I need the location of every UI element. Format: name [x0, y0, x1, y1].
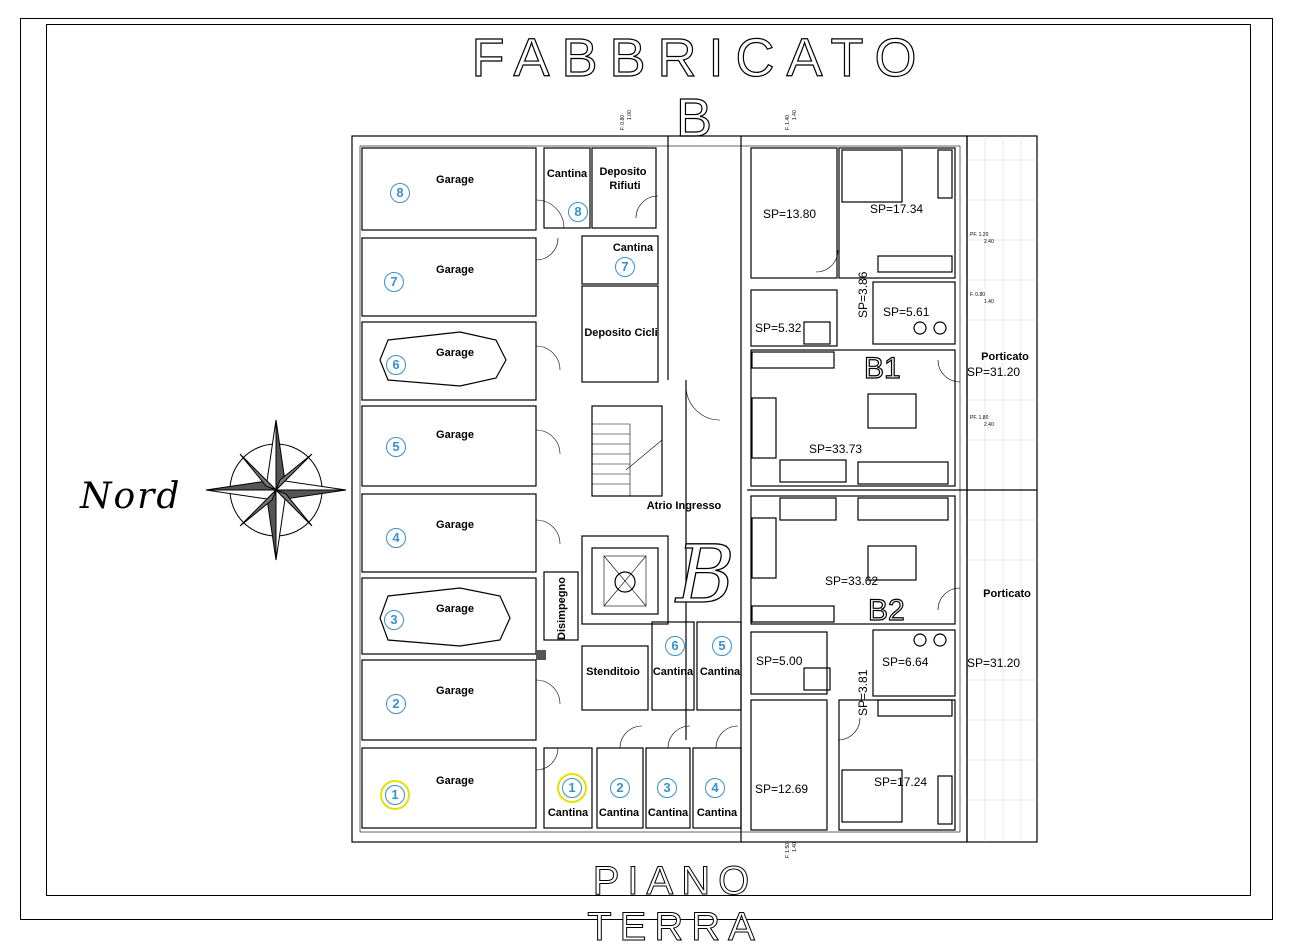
garage-8-label: Garage [436, 174, 474, 186]
b2-area-bath: SP=6.64 [882, 655, 929, 669]
cantina-8-number: 8 [568, 202, 588, 222]
window-tag-top2: F. 1.40 [785, 114, 791, 130]
atrio-ingresso-label: Atrio Ingresso [646, 500, 722, 512]
b2-porticato-label: Porticato [983, 588, 1031, 600]
garage-3-label: Garage [436, 603, 474, 615]
cantina-2-number: 2 [610, 778, 630, 798]
cantina-8-label: Cantina [546, 168, 588, 180]
unit-b1-name: B1 [863, 352, 901, 385]
building-logo: B [675, 528, 735, 621]
cantina-2-label: Cantina [598, 807, 640, 819]
cantina-7-number: 7 [615, 257, 635, 277]
b2-area-hall: SP=3.81 [856, 669, 870, 716]
cantina-6-label: Cantina [652, 666, 694, 678]
garage-1-number: 1 [385, 785, 405, 805]
drawing-title: FABBRICATO B [471, 27, 929, 148]
b2-area-bath2: SP=5.00 [756, 654, 803, 668]
b1-area-bedroom2: SP=13.80 [763, 207, 817, 221]
garage-4-label: Garage [436, 519, 474, 531]
b1-porticato-area: SP=31.20 [967, 365, 1021, 379]
window-tag-pf3b: 2.40 [984, 422, 994, 428]
garage-8-number: 8 [390, 183, 410, 203]
compass-label: Nord [80, 476, 182, 517]
b1-area-bedroom: SP=17.34 [870, 202, 924, 216]
b1-area-hall: SP=3.86 [856, 271, 870, 318]
deposito-rifiuti-label-2: Rifiuti [609, 180, 641, 192]
window-tag-bottom: F. 1.50 [785, 842, 791, 858]
cantina-5-label: Cantina [699, 666, 741, 678]
garage-4-number: 4 [386, 528, 406, 548]
cantina-1-number: 1 [562, 778, 582, 798]
window-tag-top1b: 1.00 [627, 110, 633, 120]
cantina-7-label: Cantina [612, 242, 654, 254]
deposito-rifiuti-label-1: Deposito [599, 166, 647, 178]
b1-area-bath2: SP=5.32 [755, 321, 802, 335]
garage-5-label: Garage [436, 429, 474, 441]
b1-porticato-label: Porticato [981, 351, 1029, 363]
window-tag-top1: F. 0.80 [620, 114, 626, 130]
window-tag-pf3: PF. 1.80 [970, 415, 989, 421]
window-tag-pf1b: 2.40 [984, 239, 994, 245]
garage-2-number: 2 [386, 694, 406, 714]
cantina-4-label: Cantina [696, 807, 738, 819]
cantina-6-number: 6 [665, 636, 685, 656]
b2-porticato-area: SP=31.20 [967, 656, 1021, 670]
b2-area-living: SP=33.62 [825, 574, 879, 588]
garage-3-number: 3 [384, 610, 404, 630]
drawing-outer-frame [20, 18, 1273, 920]
garage-2-label: Garage [436, 685, 474, 697]
deposito-cicli-label: Deposito Cicli [584, 327, 658, 339]
b2-area-bedroom2: SP=12.69 [755, 782, 809, 796]
unit-b2-name: B2 [867, 594, 905, 627]
cantina-3-number: 3 [657, 778, 677, 798]
b1-area-bath: SP=5.61 [883, 305, 930, 319]
disimpegno-label: Disimpegno [556, 577, 568, 640]
stenditoio-label: Stenditoio [586, 666, 640, 678]
cantina-1-label: Cantina [547, 807, 589, 819]
cantina-3-label: Cantina [647, 807, 689, 819]
b2-area-bedroom: SP=17.24 [874, 775, 928, 789]
garage-6-label: Garage [436, 347, 474, 359]
garage-1-label: Garage [436, 775, 474, 787]
garage-5-number: 5 [386, 437, 406, 457]
b1-area-living: SP=33.73 [809, 442, 863, 456]
window-tag-f2b: 1.40 [984, 299, 994, 305]
window-tag-bottomb: 1.40 [792, 842, 798, 852]
window-tag-top2b: 1.40 [792, 110, 798, 120]
window-tag-f2: F. 0.80 [970, 292, 986, 298]
drawing-inner-frame [46, 24, 1251, 896]
garage-7-label: Garage [436, 264, 474, 276]
cantina-5-number: 5 [712, 636, 732, 656]
window-tag-pf1: PF. 1.20 [970, 232, 989, 238]
garage-7-number: 7 [384, 272, 404, 292]
garage-6-number: 6 [386, 355, 406, 375]
cantina-4-number: 4 [705, 778, 725, 798]
